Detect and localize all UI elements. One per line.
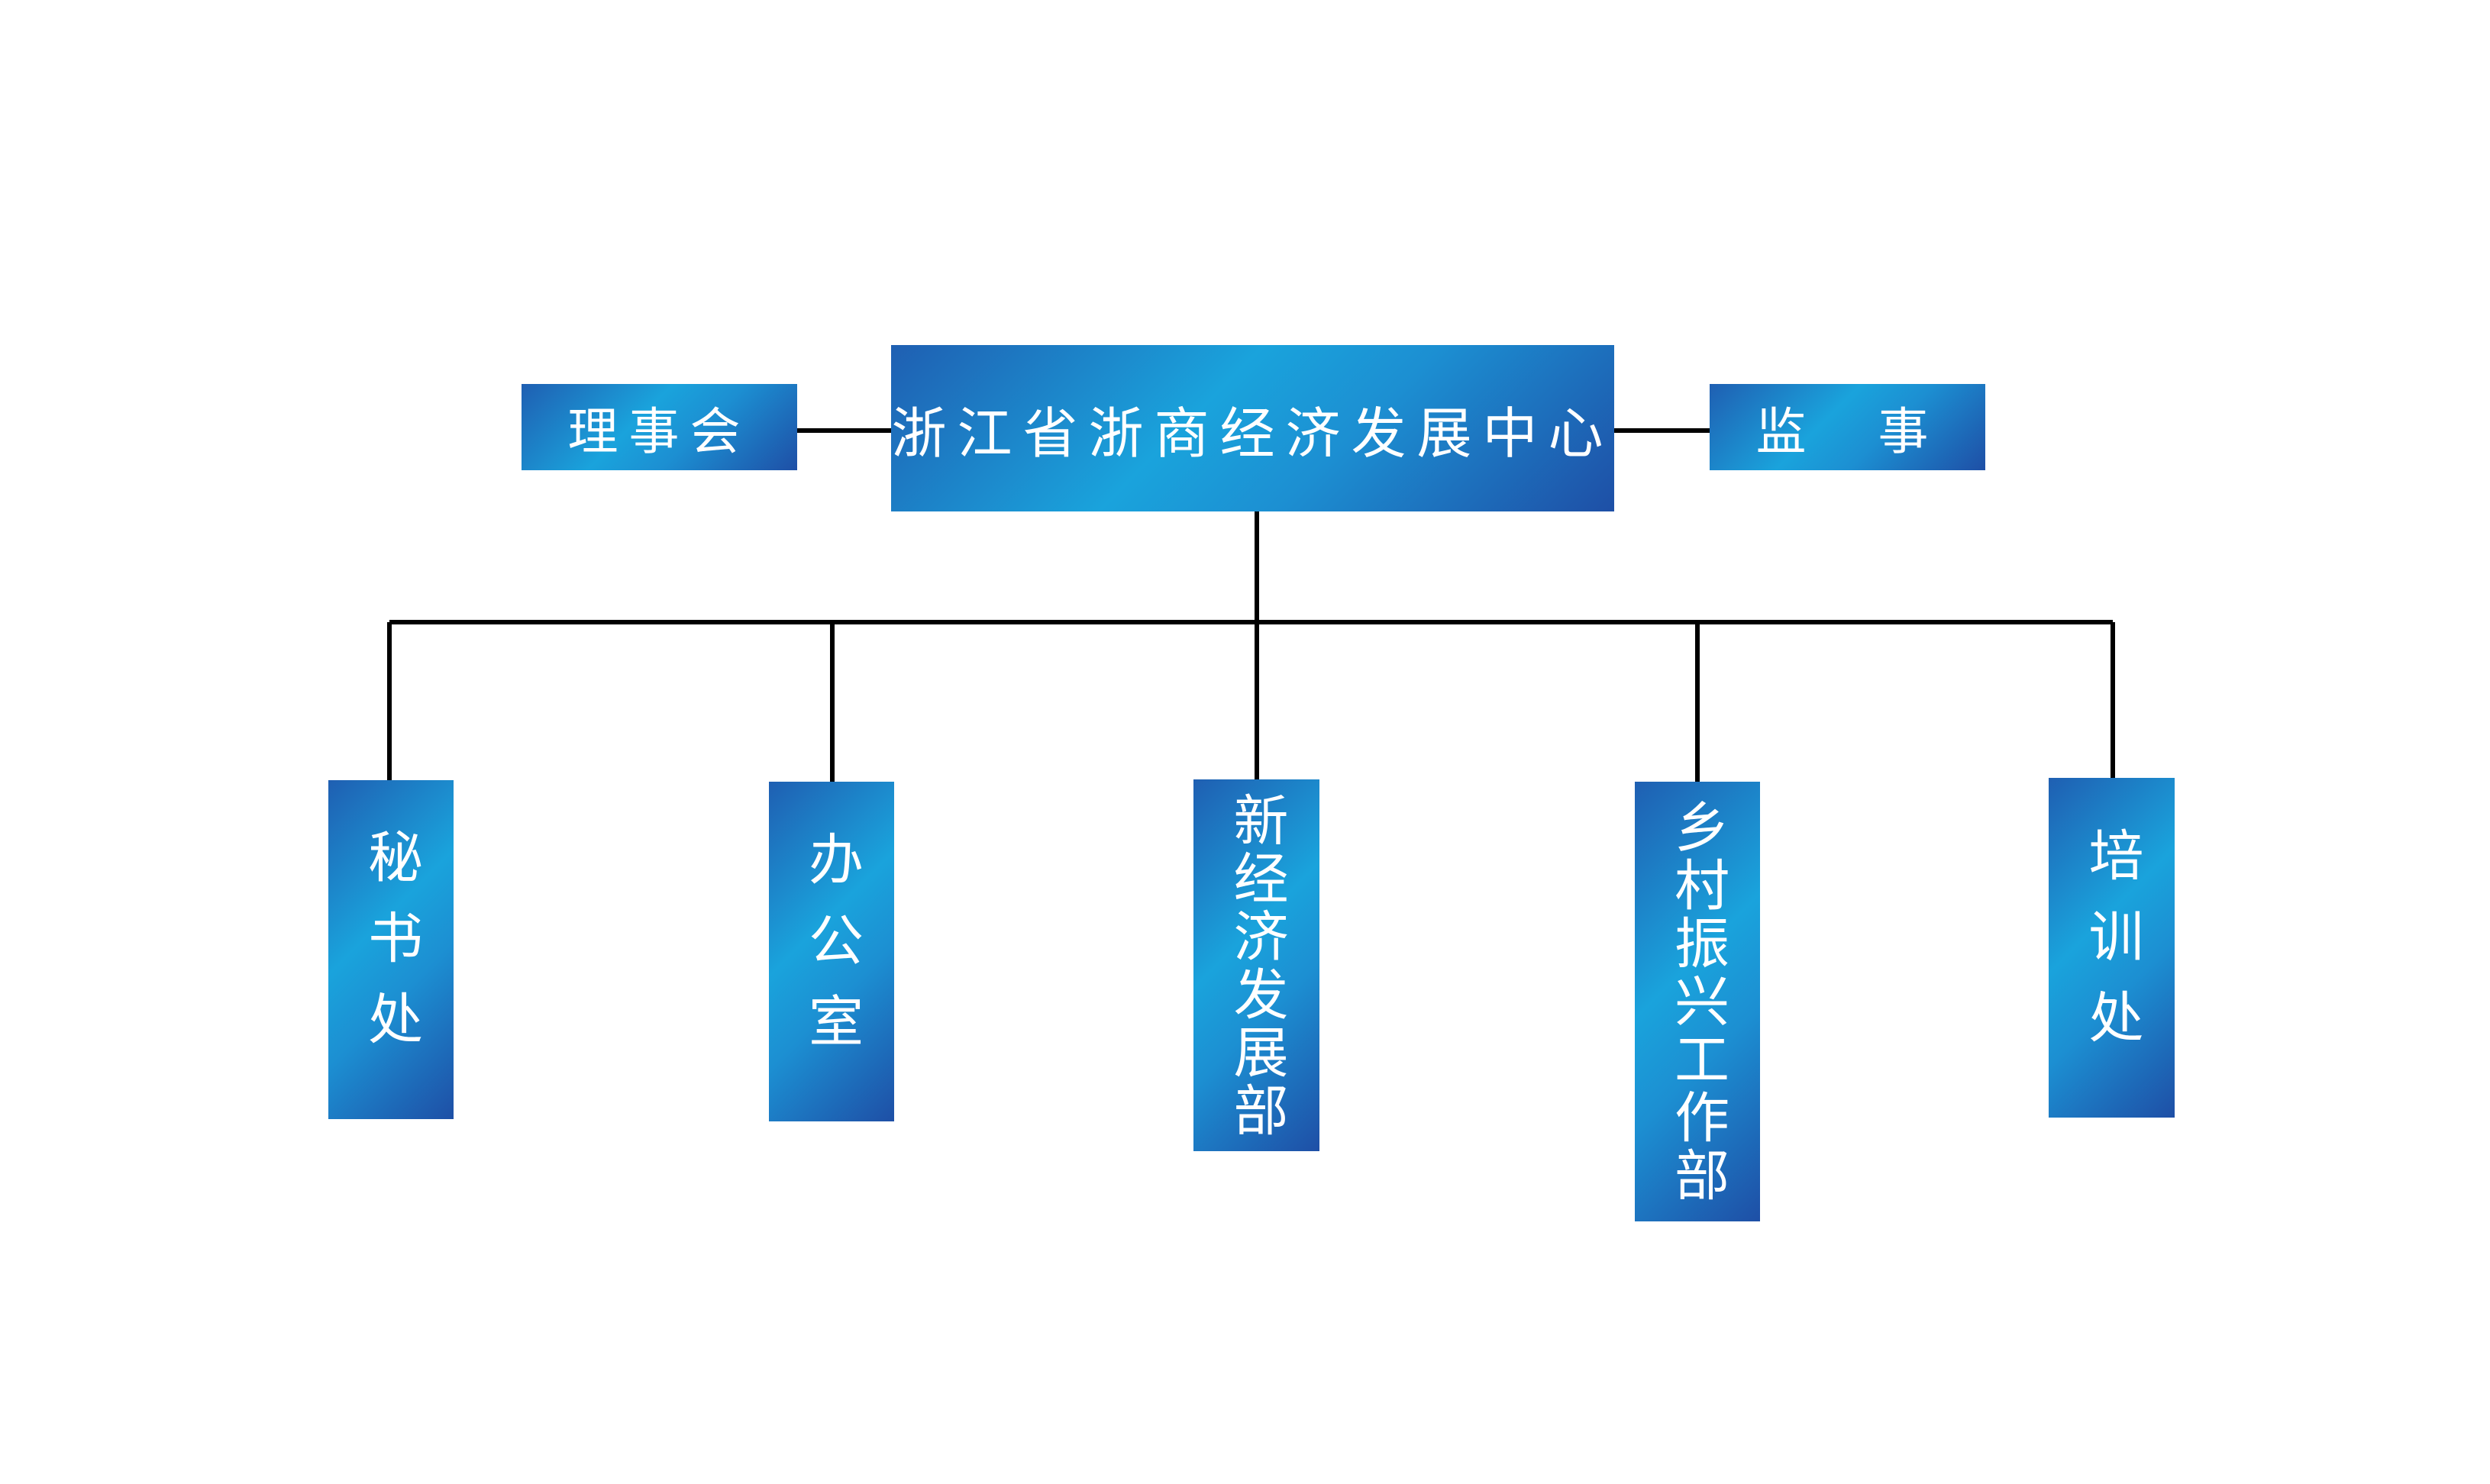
department-box-secretariat: 秘书处 — [328, 780, 454, 1119]
root-organization-box: 浙江省浙商经济发展中心 — [891, 345, 1614, 511]
department-label-office: 办公室 — [799, 830, 864, 1073]
department-label-secretariat: 秘书处 — [358, 828, 423, 1071]
board-of-directors-box: 理事会 — [522, 384, 797, 470]
department-box-new-economy: 新经济发展部 — [1193, 779, 1319, 1151]
supervisor-box: 监 事 — [1710, 384, 1985, 470]
department-box-rural-revitalization: 乡村振兴工作部 — [1635, 782, 1760, 1221]
root-organization-label: 浙江省浙商经济发展中心 — [891, 401, 1614, 466]
department-box-office: 办公室 — [769, 782, 894, 1121]
department-box-training: 培训处 — [2049, 778, 2175, 1118]
department-label-rural-revitalization: 乡村振兴工作部 — [1665, 798, 1729, 1205]
board-of-directors-label: 理事会 — [567, 402, 751, 461]
department-label-training: 培训处 — [2079, 826, 2143, 1069]
department-label-new-economy: 新经济发展部 — [1224, 791, 1288, 1140]
supervisor-label: 监 事 — [1755, 402, 1939, 461]
